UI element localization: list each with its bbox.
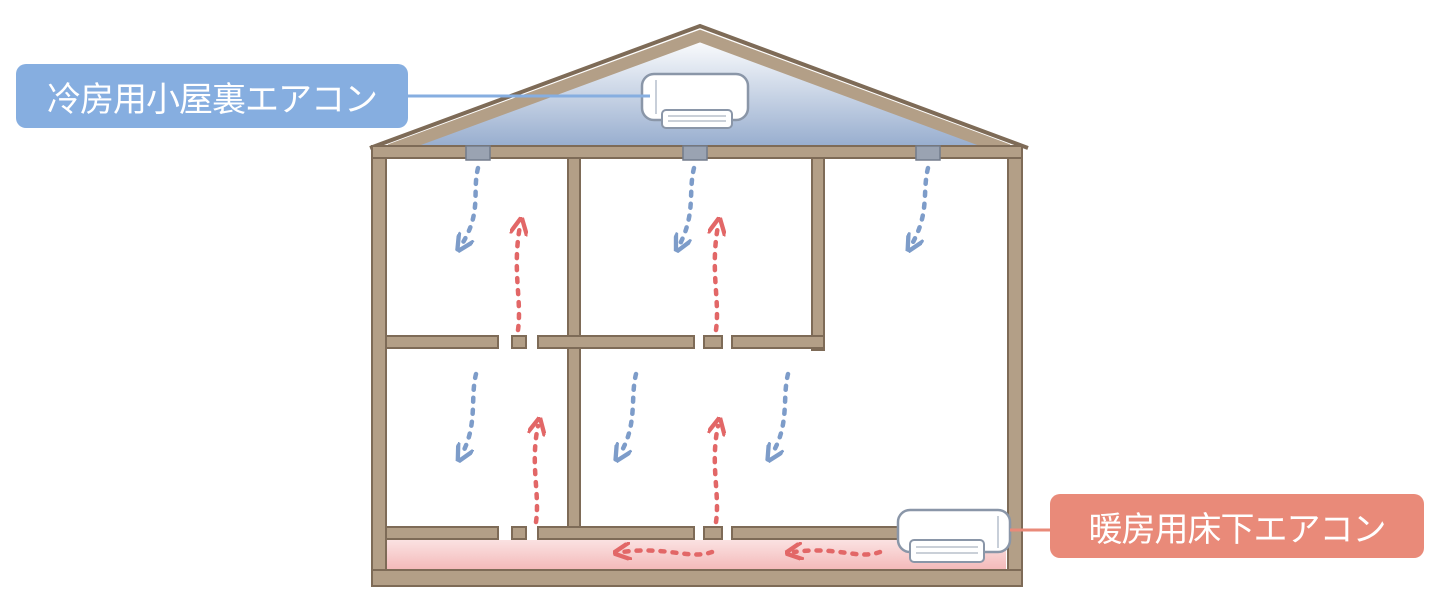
cooling-unit-label: 冷房用小屋裏エアコン xyxy=(16,64,408,128)
ceiling-vents xyxy=(465,145,941,161)
warm-air-arrow xyxy=(715,426,718,525)
heating-unit-label: 暖房用床下エアコン xyxy=(1050,494,1424,558)
warm-air-arrow xyxy=(794,550,883,554)
cool-air-arrow xyxy=(620,371,639,454)
roof-outline xyxy=(369,23,1029,150)
roof-inner-line xyxy=(387,29,1011,156)
cool-air-arrow xyxy=(772,371,791,454)
cool-airflow-arrows xyxy=(462,165,931,454)
ceiling-vent xyxy=(465,145,491,161)
warm-air-arrow xyxy=(517,226,520,333)
cool-air-arrow xyxy=(462,371,479,454)
cool-air-arrow xyxy=(912,165,931,244)
cool-air-arrow xyxy=(680,165,697,244)
warm-air-arrow xyxy=(535,426,538,525)
underfloor-air-conditioner-icon xyxy=(896,508,1012,563)
attic-air-conditioner-icon xyxy=(640,72,750,129)
house-frame xyxy=(371,145,1023,587)
warm-airflow-arrows xyxy=(517,226,883,555)
ceiling-vent xyxy=(915,145,941,161)
cool-air-arrow xyxy=(462,165,481,244)
ceiling-vent xyxy=(682,145,708,161)
warm-air-arrow xyxy=(622,550,715,554)
warm-air-arrow xyxy=(715,226,718,333)
